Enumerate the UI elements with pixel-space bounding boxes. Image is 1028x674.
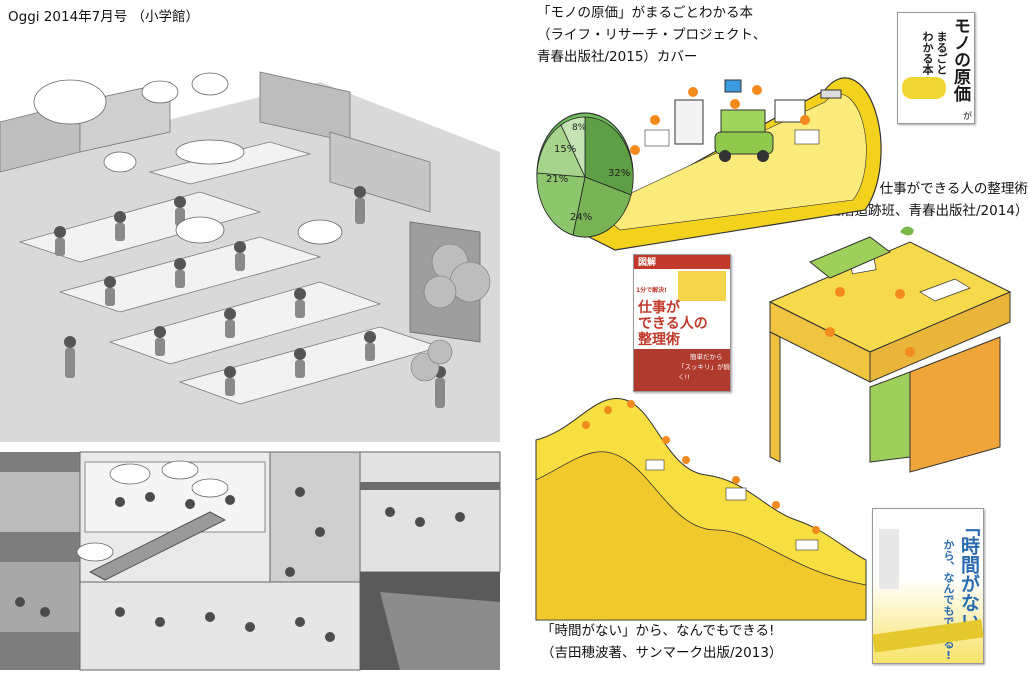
- pie-label-2: 24%: [570, 212, 592, 223]
- book-jikan-sub: から、なんでもできる!: [942, 539, 955, 662]
- caption-oggi: Oggi 2014年7月号 （小学館）: [8, 9, 200, 25]
- book-cover-jikan: 「時間がない」 から、なんでもできる!: [872, 508, 984, 664]
- book-cover-mono: モノの原価 まるごと わかる本 が: [897, 12, 975, 124]
- book-mono-subtitle1: まるごと: [935, 31, 948, 75]
- pie-label-5: 8%: [572, 123, 587, 133]
- mall-illustration: [0, 451, 501, 671]
- office-illustration: [0, 42, 500, 442]
- caption-mono-line1: 「モノの原価」がまるごとわかる本: [537, 5, 753, 21]
- wave-illustration: [535, 380, 867, 621]
- book-mono-subtitle2: わかる本: [921, 31, 934, 75]
- book-zukai-tag1: 簡単だから: [690, 353, 723, 361]
- book-zukai-title3: 整理術: [638, 332, 680, 348]
- pie-label-1: 32%: [608, 168, 630, 179]
- caption-mono-line3: 青春出版社/2015）カバー: [537, 49, 698, 65]
- cost-pie-chart: 32% 24% 21% 15% 8%: [536, 116, 634, 238]
- desk-illustration: [750, 222, 1020, 473]
- book-zukai-badge: 1分で解決!: [636, 287, 667, 294]
- pie-label-4: 15%: [554, 144, 576, 155]
- book-zukai-title2: できる人の: [638, 316, 708, 332]
- book-zukai-title1: 仕事が: [638, 300, 680, 316]
- book-mono-title: モノの原価: [950, 17, 970, 102]
- book-zukai-tag2: 「スッキリ」が続く!!: [678, 363, 730, 381]
- pie-label-3: 21%: [546, 174, 568, 185]
- book-cover-zukai: 図解 1分で解決! 仕事が できる人の 整理術 簡単だから 「スッキリ」が続く!…: [633, 254, 731, 392]
- book-mono-cylinder-art: [902, 77, 946, 99]
- caption-jikan-line2: （吉田穂波著、サンマーク出版/2013）: [541, 645, 783, 661]
- caption-jikan-line1: 「時間がない」から、なんでもできる!: [541, 623, 775, 639]
- book-mono-ga: が: [962, 112, 972, 122]
- book-jikan-title: 「時間がない」: [958, 517, 980, 650]
- book-zukai-label: 図解: [638, 258, 657, 268]
- caption-mono-line2: （ライフ・リサーチ・プロジェクト、: [537, 27, 767, 43]
